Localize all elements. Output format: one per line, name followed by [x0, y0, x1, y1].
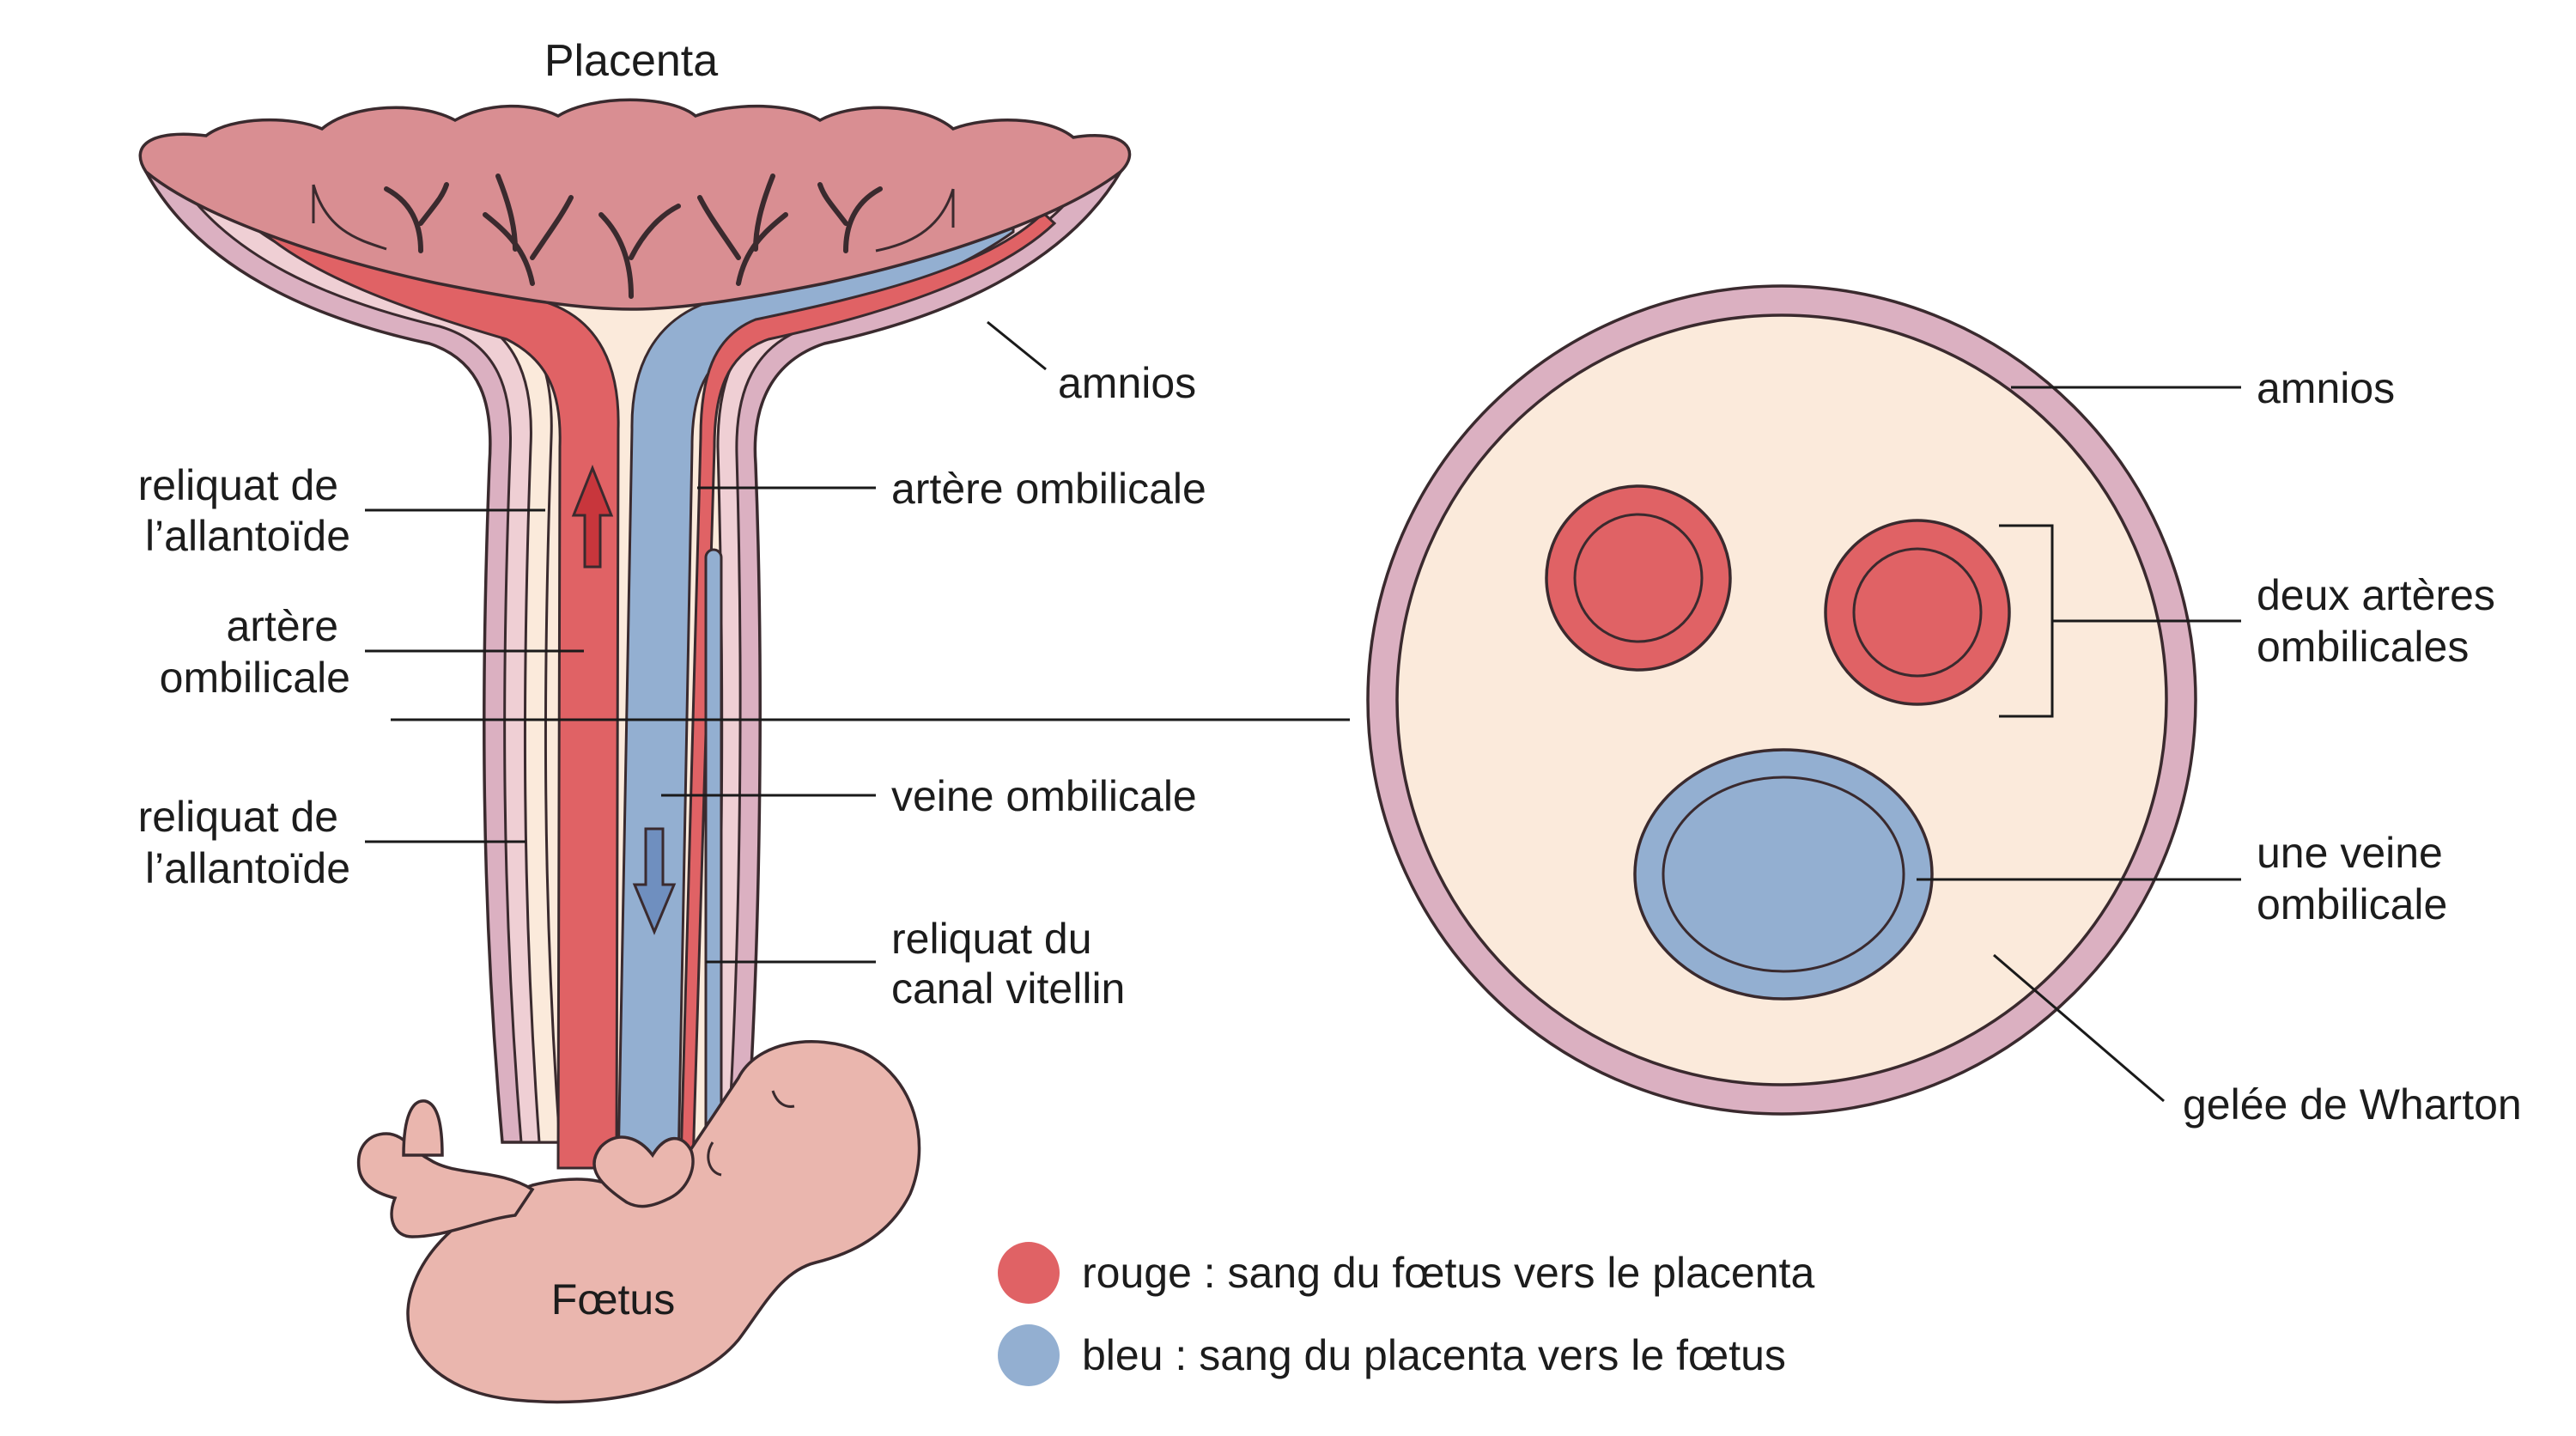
- section-artery-1-inner: [1573, 513, 1704, 643]
- umbilical-vein-vessel: [617, 203, 1015, 1170]
- placenta-villi: [384, 173, 883, 299]
- foetus-shape: [356, 1040, 921, 1404]
- cord-illustration: Placenta amnios artère ombilicale reliqu…: [138, 36, 1350, 1404]
- veine-ombilicale-label: veine ombilicale: [891, 772, 1197, 820]
- foetus-leg: [356, 1132, 535, 1238]
- placenta-shape: [138, 98, 1132, 311]
- cord-cross-section: amnios deux artères ombilicales une vein…: [1366, 284, 2522, 1129]
- amnios-label-left: amnios: [1058, 359, 1196, 407]
- arteries-bracket: [1999, 524, 2241, 718]
- gelee-wharton-label: gelée de Wharton: [2183, 1080, 2522, 1129]
- une-veine-label: une veine ombilicale: [2257, 829, 2455, 928]
- arrow-up-icon: [571, 464, 614, 569]
- section-artery-2-inner: [1852, 547, 1983, 678]
- section-vein-inner: [1662, 776, 1905, 973]
- foetus-mouth: [771, 1090, 795, 1108]
- reliquat-canal-vitellin-label: reliquat du canal vitellin: [891, 915, 1125, 1013]
- legend-red-swatch: [998, 1242, 1060, 1304]
- deux-arteres-label: deux artères ombilicales: [2257, 571, 2507, 671]
- legend-blue-swatch: [998, 1324, 1060, 1386]
- legend: rouge : sang du fœtus vers le placenta b…: [998, 1242, 1814, 1386]
- reliquat-allantoide-top-label: reliquat de l’allantoïde: [138, 461, 350, 560]
- foetus-foot: [402, 1099, 444, 1157]
- foetus-label: Fœtus: [551, 1275, 675, 1323]
- placenta-lobes: [312, 184, 955, 253]
- placenta-label: Placenta: [544, 36, 718, 86]
- foetus-arm: [592, 1135, 695, 1208]
- legend-red-text: rouge : sang du fœtus vers le placenta: [1082, 1249, 1814, 1297]
- arrow-down-icon: [632, 827, 677, 935]
- amnios-label-right: amnios: [2257, 364, 2395, 412]
- artere-ombilicale-right-label: artère ombilicale: [891, 465, 1206, 513]
- reliquat-allantoide-bottom-label: reliquat de l’allantoïde: [138, 793, 350, 892]
- artere-ombilicale-left-label: artère ombilicale: [160, 602, 350, 702]
- foetus-ear: [707, 1141, 722, 1177]
- legend-blue-text: bleu : sang du placenta vers le fœtus: [1082, 1331, 1786, 1379]
